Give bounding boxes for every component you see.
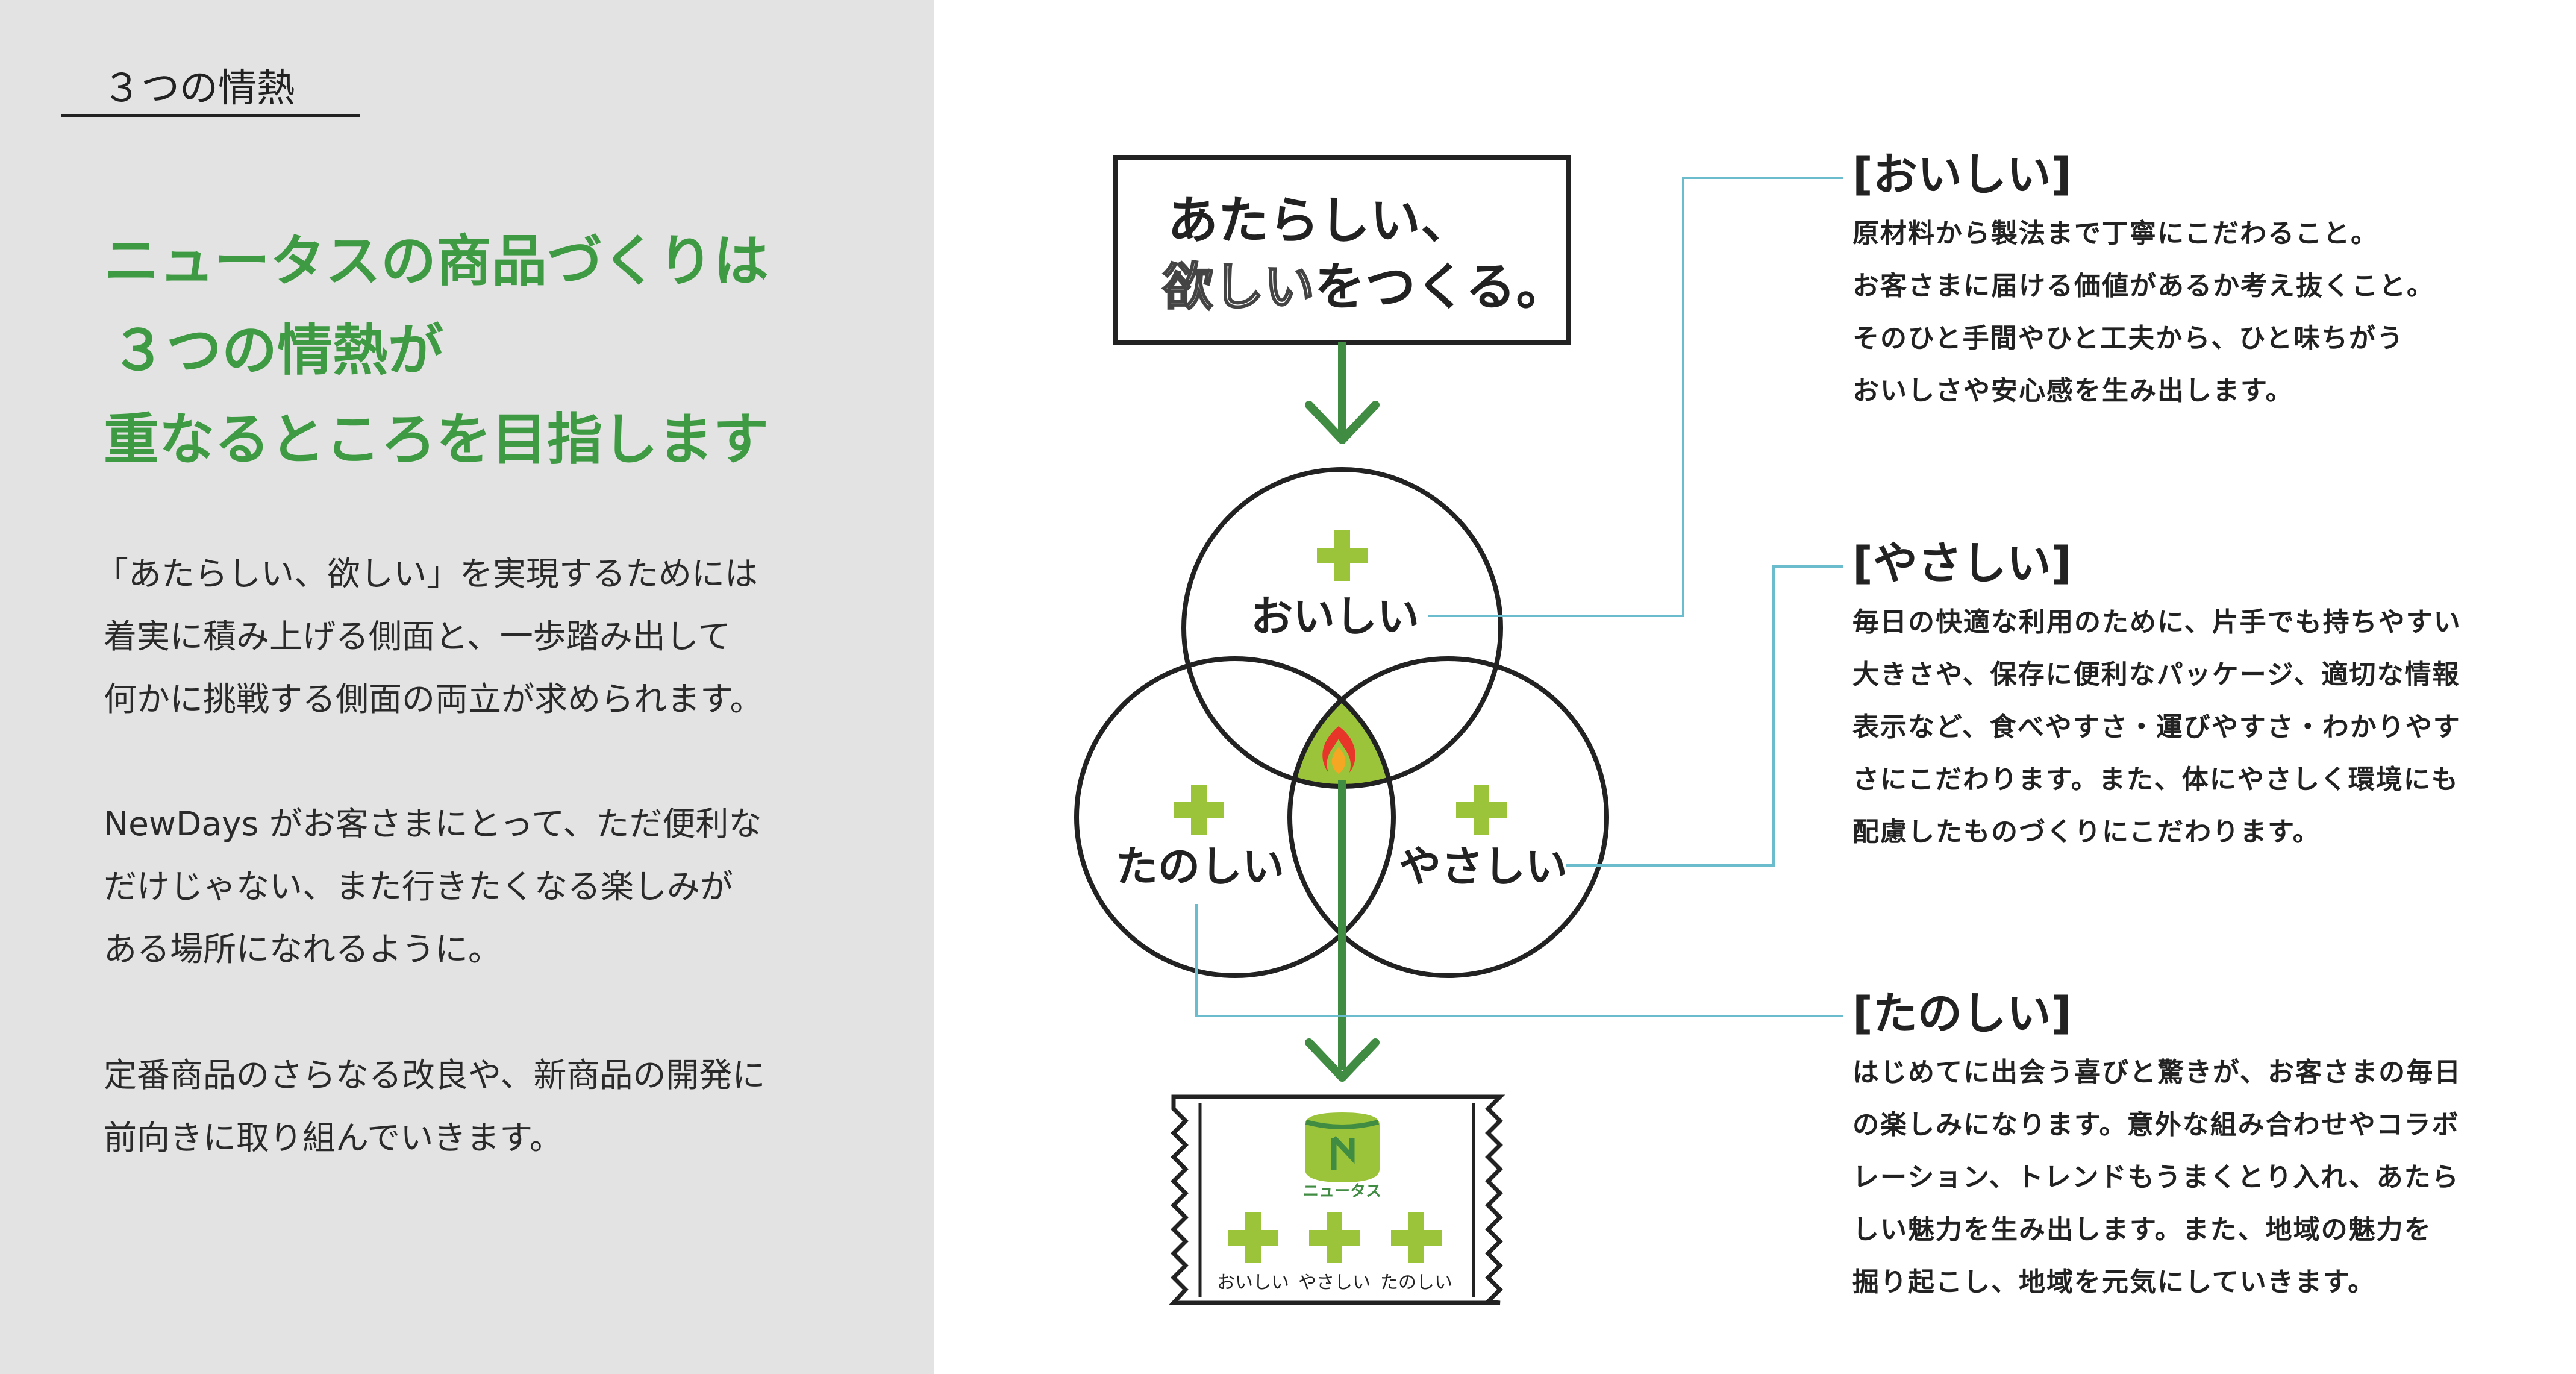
description-line: レーション、トレンドもうまくとり入れ、あたら bbox=[1852, 1162, 2460, 1193]
description-oishii: [おいしい] 原材料から製法まで丁寧にこだわること。 お客さまに届ける価値がある… bbox=[1852, 145, 2563, 417]
plus-icon bbox=[1174, 785, 1224, 835]
package-label-tanoshii: たのしい bbox=[1380, 1272, 1452, 1293]
leader-line-tanoshii bbox=[1195, 904, 1843, 1017]
description-tanoshii: [たのしい] はじめてに出会う喜びと驚きが、お客さまの毎日 の楽しみになります。… bbox=[1852, 983, 2563, 1308]
description-line: 大きさや、保存に便利なパッケージ、適切な情報 bbox=[1852, 659, 2460, 690]
paragraph-line: ある場所になれるように。 bbox=[104, 930, 502, 968]
description-line: 掘り起こし、地域を元気にしていきます。 bbox=[1852, 1267, 2376, 1297]
description-title: [おいしい] bbox=[1852, 149, 2072, 201]
description-line: しい魅力を生み出します。また、地域の魅力を bbox=[1852, 1214, 2432, 1245]
description-title: [たのしい] bbox=[1852, 988, 2072, 1040]
flame-icon bbox=[1322, 726, 1355, 774]
plus-icon bbox=[1456, 785, 1507, 835]
paragraph-line: 定番商品のさらなる改良や、新商品の開発に bbox=[104, 1056, 766, 1094]
plus-icon bbox=[1228, 1212, 1278, 1263]
slogan-hollow-text: 欲しい bbox=[1162, 257, 1315, 316]
leader-line-yasashii bbox=[1566, 565, 1843, 867]
description-line: 配慮したものづくりにこだわります。 bbox=[1852, 817, 2321, 847]
circle-label-tanoshii: たのしい bbox=[1116, 842, 1284, 891]
arrow-top-head bbox=[1305, 401, 1380, 444]
description-line: 原材料から製法まで丁寧にこだわること。 bbox=[1852, 218, 2379, 249]
description-body: はじめてに出会う喜びと驚きが、お客さまの毎日 の楽しみになります。意外な組み合わ… bbox=[1852, 1046, 2563, 1308]
headline: ニュータスの商品づくりは ３つの情熱が 重なるところを目指します bbox=[104, 217, 887, 485]
headline-line: ニュータスの商品づくりは bbox=[104, 229, 769, 293]
paragraph-line: NewDays がお客さまにとって、ただ便利な bbox=[104, 805, 762, 843]
plus-icon bbox=[1309, 1212, 1360, 1263]
package-label-yasashii: やさしい bbox=[1298, 1272, 1371, 1293]
slogan-box bbox=[1113, 155, 1571, 345]
plus-icon bbox=[1391, 1212, 1442, 1263]
circle-yasashii bbox=[1287, 656, 1609, 978]
headline-line: 重なるところを目指します bbox=[104, 407, 769, 472]
description-line: の楽しみになります。意外な組み合わせやコラボ bbox=[1852, 1109, 2460, 1140]
paragraph-line: 「あたらしい、欲しい」を実現するためには bbox=[95, 554, 758, 593]
paragraph-line: 何かに挑戦する側面の両立が求められます。 bbox=[104, 680, 763, 718]
circle-tanoshii bbox=[1074, 656, 1396, 978]
description-line: そのひと手間やひと工夫から、ひと味ちがう bbox=[1852, 323, 2405, 354]
intersection-area bbox=[1290, 659, 1393, 786]
paragraph-3: 定番商品のさらなる改良や、新商品の開発に 前向きに取り組んでいきます。 bbox=[104, 1044, 911, 1169]
description-body: 毎日の快適な利用のために、片手でも持ちやすい 大きさや、保存に便利なパッケージ、… bbox=[1852, 596, 2563, 858]
paragraph-line: 前向きに取り組んでいきます。 bbox=[104, 1118, 563, 1157]
circle-label-yasashii: やさしい bbox=[1399, 842, 1568, 891]
description-line: はじめてに出会う喜びと驚きが、お客さまの毎日 bbox=[1852, 1057, 2462, 1088]
description-yasashii: [やさしい] 毎日の快適な利用のために、片手でも持ちやすい 大きさや、保存に便利… bbox=[1852, 533, 2563, 858]
arrow-bottom-head bbox=[1305, 1038, 1380, 1082]
paragraph-1: 「あたらしい、欲しい」を実現するためには 着実に積み上げる側面と、一歩踏み出して… bbox=[95, 542, 911, 730]
package-brand-name: ニュータス bbox=[1303, 1182, 1381, 1200]
slogan-line-2: 欲しいをつくる。 bbox=[1162, 257, 1566, 316]
slogan-line-1: あたらしい、 bbox=[1168, 191, 1471, 250]
headline-line: ３つの情熱が bbox=[111, 318, 444, 383]
brand-logo bbox=[1305, 1112, 1380, 1182]
leader-line-oishii bbox=[1428, 177, 1843, 617]
description-line: お客さまに届ける価値があるか考え抜くこと。 bbox=[1852, 271, 2434, 301]
description-body: 原材料から製法まで丁寧にこだわること。 お客さまに届ける価値があるか考え抜くこと… bbox=[1852, 207, 2563, 417]
paragraph-2: NewDays がお客さまにとって、ただ便利な だけじゃない、また行きたくなる楽… bbox=[104, 792, 911, 980]
circle-label-oishii: おいしい bbox=[1251, 592, 1419, 641]
paragraph-line: 着実に積み上げる側面と、一歩踏み出して bbox=[104, 617, 731, 656]
section-label: ３つの情熱 bbox=[102, 66, 295, 111]
plus-icon bbox=[1317, 530, 1368, 581]
description-line: おいしさや安心感を生み出します。 bbox=[1852, 375, 2293, 406]
section-underline bbox=[61, 114, 360, 117]
description-line: 表示など、食べやすさ・運びやすさ・わかりやす bbox=[1852, 712, 2461, 742]
description-title: [やさしい] bbox=[1852, 538, 2072, 589]
left-panel: ３つの情熱 ニュータスの商品づくりは ３つの情熱が 重なるところを目指します 「… bbox=[0, 0, 934, 1374]
slogan-rest-text: をつくる。 bbox=[1315, 257, 1566, 316]
paragraph-line: だけじゃない、また行きたくなる楽しみが bbox=[104, 867, 734, 906]
package-label-oishii: おいしい bbox=[1217, 1272, 1289, 1293]
description-line: 毎日の快適な利用のために、片手でも持ちやすい bbox=[1852, 607, 2462, 638]
description-line: さにこだわります。また、体にやさしく環境にも bbox=[1852, 764, 2459, 795]
